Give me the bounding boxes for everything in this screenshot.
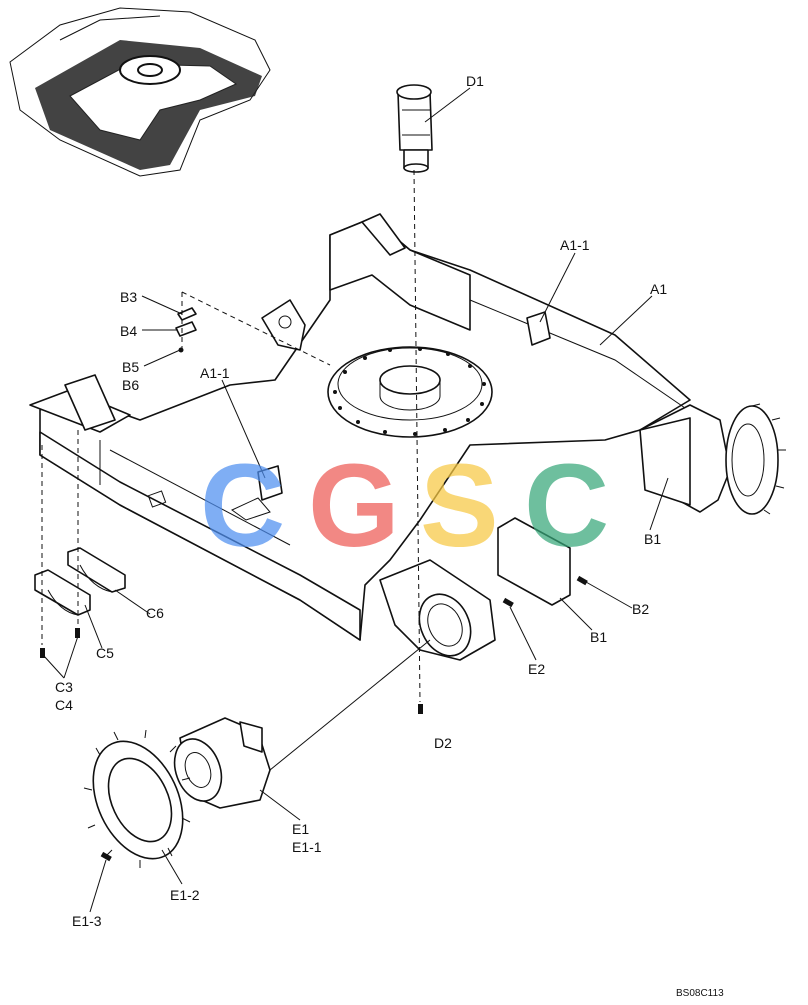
cover-plate-b1-right bbox=[639, 417, 691, 506]
label-e1-3: E1-3 bbox=[72, 913, 102, 929]
bolt-d2 bbox=[418, 704, 423, 714]
label-b1-right: B1 bbox=[644, 531, 661, 547]
bolt-c3 bbox=[40, 648, 45, 658]
bolt-e2 bbox=[502, 597, 514, 608]
axis-e1 bbox=[269, 639, 431, 771]
label-b6: B6 bbox=[122, 377, 139, 393]
label-e2: E2 bbox=[528, 661, 545, 677]
leader-lines bbox=[43, 87, 669, 913]
sprocket-e1-2 bbox=[83, 729, 191, 868]
shim-plate-c5 bbox=[34, 569, 91, 616]
label-b3: B3 bbox=[120, 289, 137, 305]
lifting-lug-left bbox=[261, 299, 306, 351]
watermark-letter-3: S bbox=[420, 440, 499, 572]
label-b1-lower: B1 bbox=[590, 629, 607, 645]
label-d1: D1 bbox=[466, 73, 484, 89]
bolt-c4 bbox=[75, 628, 80, 638]
locator-thumbnail bbox=[9, 7, 271, 177]
label-d2: D2 bbox=[434, 735, 452, 751]
bolt-b2 bbox=[576, 575, 588, 586]
label-c4: C4 bbox=[55, 697, 73, 713]
travel-motor-e1 bbox=[173, 717, 271, 809]
label-a1: A1 bbox=[650, 281, 667, 297]
plate-b4 bbox=[175, 321, 197, 337]
label-e1-2: E1-2 bbox=[170, 887, 200, 903]
right-guard-block bbox=[361, 213, 406, 256]
label-b5: B5 bbox=[122, 359, 139, 375]
reference-code: BS08C113 bbox=[676, 988, 724, 999]
left-track-beam-face bbox=[39, 431, 361, 641]
watermark-letter-4: C bbox=[524, 440, 609, 572]
rear-sprocket bbox=[725, 405, 779, 515]
part-labels: D1 A1-1 A1 B3 B4 B5 B6 A1-1 B1 B2 B1 C6 … bbox=[55, 73, 667, 929]
bolt-e1-3 bbox=[100, 851, 112, 862]
label-c3: C3 bbox=[55, 679, 73, 695]
watermark-letter-1: C bbox=[200, 440, 285, 572]
label-c5: C5 bbox=[96, 645, 114, 661]
label-a1-1-top: A1-1 bbox=[560, 237, 590, 253]
label-e1-1: E1-1 bbox=[292, 839, 322, 855]
shim-plate-c6 bbox=[67, 547, 126, 593]
watermark-letter-2: G bbox=[308, 440, 400, 572]
axis-b3-frame bbox=[181, 291, 331, 366]
center-joint-bore bbox=[379, 365, 441, 395]
cover-plate-b1-lower bbox=[497, 517, 571, 606]
label-a1-1-left: A1-1 bbox=[200, 365, 230, 381]
center-swivel-joint bbox=[396, 84, 433, 173]
front-motor-bore bbox=[418, 593, 472, 657]
left-guard-block bbox=[64, 374, 116, 431]
watermark-cgsc: C G S C bbox=[200, 440, 609, 572]
axis-d1-d2 bbox=[413, 169, 421, 703]
label-e1: E1 bbox=[292, 821, 309, 837]
bracket-a1-1-top bbox=[526, 311, 551, 346]
label-b4: B4 bbox=[120, 323, 137, 339]
plate-b3 bbox=[177, 307, 197, 321]
label-c6: C6 bbox=[146, 605, 164, 621]
label-b2: B2 bbox=[632, 601, 649, 617]
bolts bbox=[40, 575, 588, 862]
